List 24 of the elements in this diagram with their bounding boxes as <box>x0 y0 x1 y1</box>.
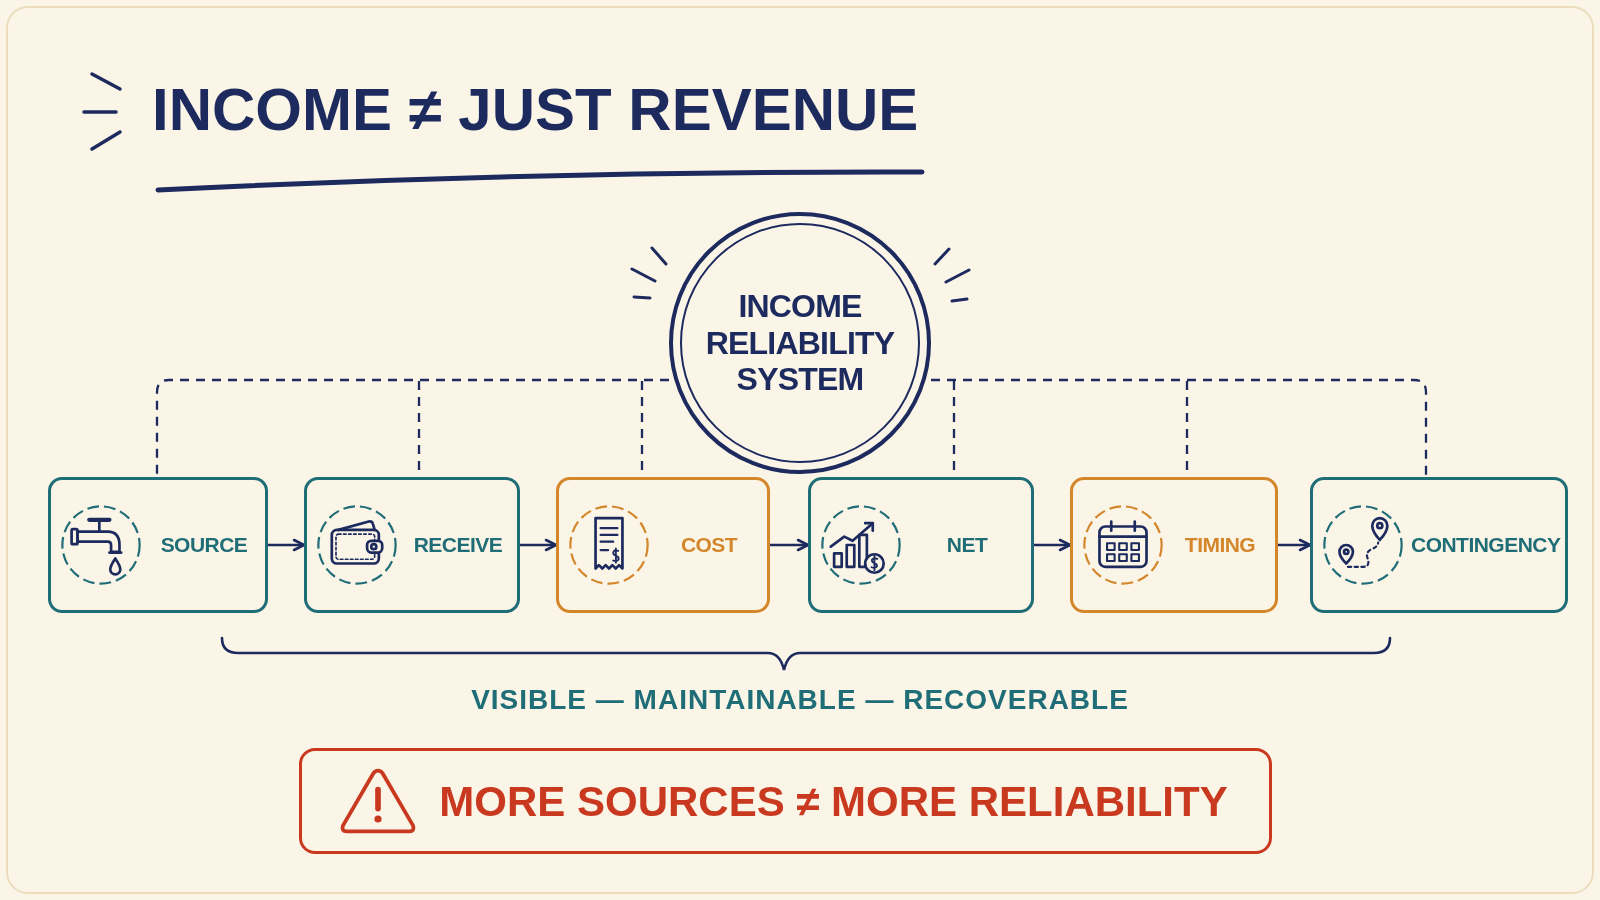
warning-text: MORE SOURCES ≠ MORE RELIABILITY <box>439 776 1228 827</box>
step-box <box>304 477 520 613</box>
step-box <box>48 477 268 613</box>
step-label: SOURCE <box>160 532 248 559</box>
dashed-connector <box>155 378 669 477</box>
step-box <box>556 477 770 613</box>
step-box <box>808 477 1034 613</box>
step-box <box>1310 477 1568 613</box>
arrow <box>768 538 810 552</box>
arrow <box>1276 538 1312 552</box>
arrow <box>1032 538 1072 552</box>
step-label: RECEIVE <box>413 532 503 559</box>
arrow <box>518 538 558 552</box>
step-label: COST <box>680 532 738 559</box>
dashed-connector <box>931 378 1428 477</box>
arrow <box>266 538 306 552</box>
step-label: NET <box>946 532 988 559</box>
step-label: CONTINGENCY <box>1411 532 1561 559</box>
tagline: VISIBLE — MAINTAINABLE — RECOVERABLE <box>471 683 1129 717</box>
step-box <box>1070 477 1278 613</box>
title: INCOME ≠ JUST REVENUE <box>152 80 919 140</box>
node-label: INCOME RELIABILITY SYSTEM <box>704 288 896 398</box>
step-label: TIMING <box>1184 532 1256 559</box>
warning-box <box>299 748 1272 854</box>
